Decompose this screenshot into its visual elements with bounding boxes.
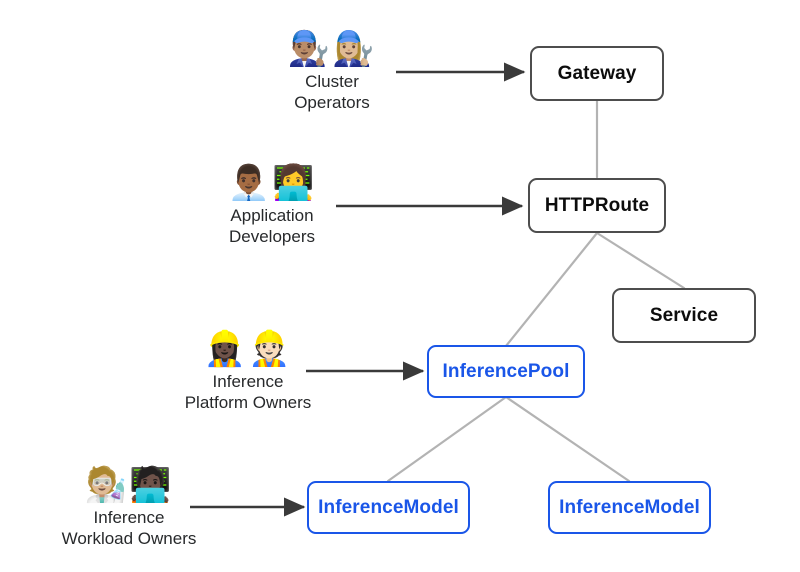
cluster-operators-label: Cluster Operators [294,72,370,112]
node-gateway[interactable]: Gateway [530,46,664,101]
node-inferencemodel-1-label: InferenceModel [318,496,459,518]
application-developers-emoji: 👨🏾‍💼👩‍💻 [227,163,317,203]
inference-platform-owners-label: Inference Platform Owners [184,372,312,412]
application-developers-label: Application Developers [229,206,315,246]
edge-httproute-inferencepool [504,231,599,348]
node-httproute[interactable]: HTTPRoute [528,178,666,233]
persona-inference-workload-owners: 🧑🏼‍🔬🧑🏿‍💻 Inference Workload Owners [50,468,208,550]
edge-httproute-service [595,231,686,290]
edge-inferencepool-inferencemodel2 [504,395,631,483]
node-inferencepool[interactable]: InferencePool [427,345,585,398]
node-inferencemodel-2[interactable]: InferenceModel [548,481,711,534]
node-httproute-label: HTTPRoute [544,194,650,216]
node-inferencemodel-1[interactable]: InferenceModel [307,481,470,534]
node-service-label: Service [649,304,719,326]
inference-workload-owners-emoji: 🧑🏼‍🔬🧑🏿‍💻 [84,465,174,505]
node-inferencepool-label: InferencePool [442,360,570,382]
persona-application-developers: 👨🏾‍💼👩‍💻 Application Developers [204,166,340,248]
inference-workload-owners-label: Inference Workload Owners [61,508,197,548]
persona-cluster-operators: 👨🏽‍🔧👩🏼‍🔧 Cluster Operators [264,32,400,114]
node-gateway-label: Gateway [557,62,637,84]
node-service[interactable]: Service [612,288,756,343]
cluster-operators-emoji: 👨🏽‍🔧👩🏼‍🔧 [287,29,377,69]
inference-platform-owners-emoji: 👷🏿‍♀️👷🏻 [203,329,293,369]
node-inferencemodel-2-label: InferenceModel [559,496,700,518]
persona-inference-platform-owners: 👷🏿‍♀️👷🏻 Inference Platform Owners [172,332,324,414]
edge-inferencepool-inferencemodel1 [386,395,508,483]
